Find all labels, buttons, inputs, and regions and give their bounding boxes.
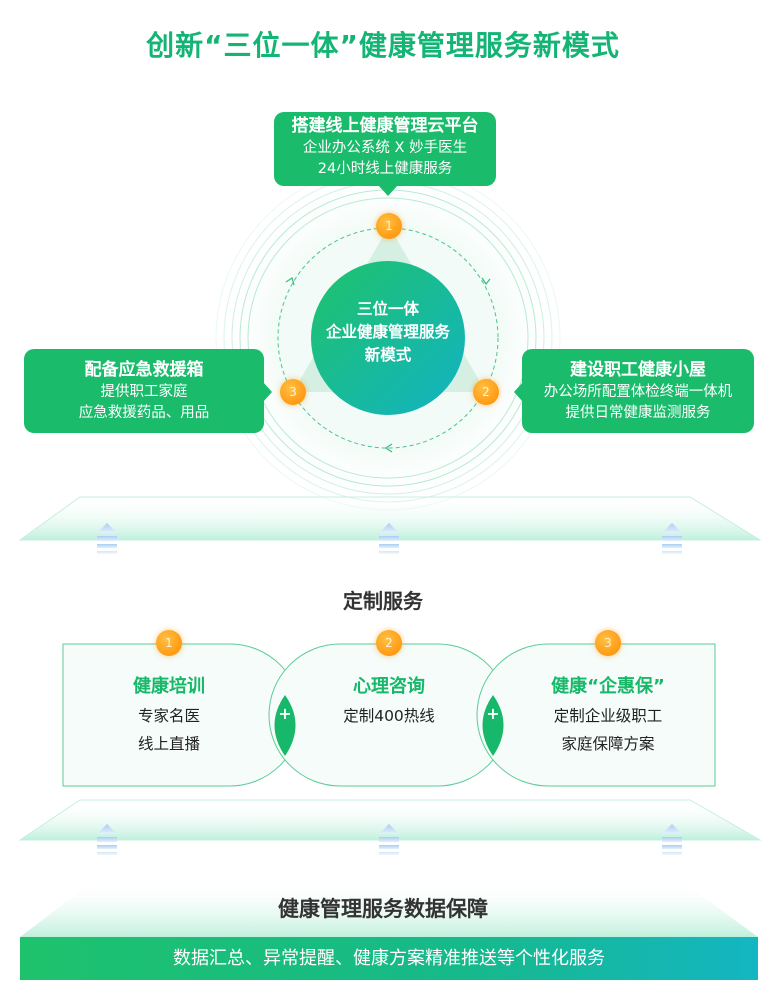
callout-title: 配备应急救援箱 <box>84 360 204 380</box>
service-badge-1: 1 <box>156 630 182 656</box>
center-label: 三位一体 企业健康管理服务 新模式 <box>311 298 465 367</box>
base-band: 数据汇总、异常提醒、健康方案精准推送等个性化服务 <box>20 937 758 980</box>
page-title: 创新“三位一体”健康管理服务新模式 <box>146 29 620 62</box>
service-badge-3: 3 <box>595 630 621 656</box>
center-line: 新模式 <box>364 346 412 364</box>
service-counseling: 心理咨询 定制400热线 <box>289 672 489 730</box>
callout-line: 应急救援药品、用品 <box>78 405 210 421</box>
callout-line: 企业办公系统 X 妙手医生 <box>302 140 468 156</box>
top-box-bg <box>274 112 496 186</box>
callout-line: 提供日常健康监测服务 <box>565 405 711 421</box>
callout-line: 办公场所配置体检终端一体机 <box>543 384 733 400</box>
right-box-bg <box>522 349 754 433</box>
center-circle <box>311 261 465 415</box>
up-arrows <box>97 523 682 554</box>
left-box-bg <box>24 349 264 433</box>
service-title: 健康“企惠保” <box>551 676 665 697</box>
service-title: 健康培训 <box>133 676 205 697</box>
up-arrows <box>97 824 682 855</box>
service-line: 定制企业级职工 <box>553 707 663 725</box>
service-line: 家庭保障方案 <box>561 735 655 753</box>
top-callout: 搭建线上健康管理云平台 企业办公系统 X 妙手医生 24小时线上健康服务 <box>274 114 496 180</box>
base-title: 健康管理服务数据保障 <box>278 897 488 921</box>
service-line: 定制400热线 <box>343 707 435 725</box>
callout-line: 提供职工家庭 <box>100 384 188 400</box>
base-platform <box>20 880 758 937</box>
right-callout: 建设职工健康小屋 办公场所配置体检终端一体机 提供日常健康监测服务 <box>522 358 754 424</box>
service-line: 线上直播 <box>137 735 200 753</box>
platform <box>18 799 762 841</box>
lens-2 <box>482 695 504 756</box>
badge-3: 3 <box>280 379 306 405</box>
cycle-arrows <box>285 276 491 453</box>
callout-title: 搭建线上健康管理云平台 <box>291 116 479 136</box>
lens-1 <box>274 695 296 756</box>
platform <box>18 496 762 541</box>
service-title: 心理咨询 <box>353 676 425 697</box>
badge-1: 1 <box>376 213 402 239</box>
left-callout: 配备应急救援箱 提供职工家庭 应急救援药品、用品 <box>24 358 264 424</box>
ring <box>247 197 529 479</box>
section-title: 定制服务 <box>343 589 423 613</box>
plus-icon: + <box>278 704 292 723</box>
service-training: 健康培训 专家名医 线上直播 <box>69 672 269 758</box>
callout-line: 24小时线上健康服务 <box>317 161 453 177</box>
service-badge-2: 2 <box>376 630 402 656</box>
plus-icon: + <box>486 704 500 723</box>
badge-2: 2 <box>473 379 499 405</box>
center-line: 三位一体 <box>356 300 419 318</box>
service-insurance: 健康“企惠保” 定制企业级职工 家庭保障方案 <box>508 672 708 758</box>
service-line: 专家名医 <box>137 707 200 725</box>
callout-title: 建设职工健康小屋 <box>570 360 706 380</box>
service-shape-3 <box>476 643 716 787</box>
center-line: 企业健康管理服务 <box>325 323 450 341</box>
